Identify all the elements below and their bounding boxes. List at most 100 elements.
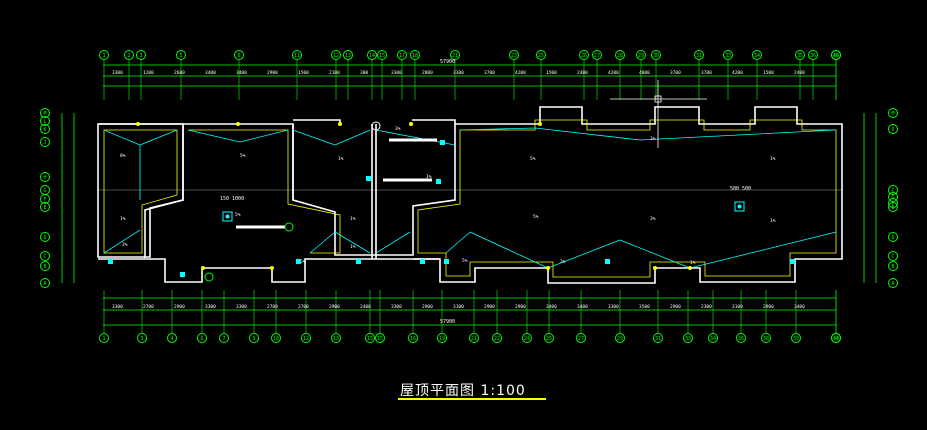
svg-text:1: 1 bbox=[102, 53, 105, 59]
svg-text:15: 15 bbox=[367, 336, 373, 342]
svg-text:6: 6 bbox=[237, 53, 240, 59]
bottom-dim-value: 2900 bbox=[329, 304, 340, 310]
bottom-dimension-lines bbox=[103, 297, 836, 326]
slope-label: 1% bbox=[770, 156, 776, 162]
bottom-dim-value: 3100 bbox=[732, 304, 743, 310]
top-axis-bubble-35: 35 bbox=[795, 50, 805, 60]
bottom-total-dim: 57900 bbox=[440, 319, 455, 325]
svg-text:7: 7 bbox=[222, 336, 225, 342]
top-dim-value: 3700 bbox=[670, 70, 681, 76]
svg-text:1: 1 bbox=[102, 336, 105, 342]
svg-text:36: 36 bbox=[738, 336, 744, 342]
top-axis-bubble-25: 25 bbox=[536, 50, 546, 60]
slope-label: 3% bbox=[395, 126, 401, 132]
top-dim-value: 3400 bbox=[236, 70, 247, 76]
svg-text:12: 12 bbox=[333, 53, 339, 59]
slope-label: 3% bbox=[650, 216, 656, 222]
slope-label: 5% bbox=[462, 258, 468, 264]
left-axis-bubble-F: F bbox=[40, 194, 50, 204]
marker-circle-green bbox=[204, 272, 214, 282]
slope-label: 1% bbox=[120, 216, 126, 222]
right-axis-bubble-C: C bbox=[888, 251, 898, 261]
svg-text:18: 18 bbox=[412, 53, 418, 59]
top-dimension-lines bbox=[103, 64, 836, 87]
slope-label: 1% bbox=[350, 244, 356, 250]
svg-text:L: L bbox=[43, 119, 46, 125]
left-axis-bubble-M: M bbox=[40, 108, 50, 118]
top-dim-value: 2600 bbox=[174, 70, 185, 76]
left-axis-bubble-H: H bbox=[40, 172, 50, 182]
bottom-axis-bubble-21: 21 bbox=[469, 333, 479, 343]
svg-text:34: 34 bbox=[754, 53, 760, 59]
bottom-dim-value: 3500 bbox=[639, 304, 650, 310]
top-axis-bubble-34: 34 bbox=[752, 50, 762, 60]
svg-text:K: K bbox=[43, 127, 46, 133]
svg-text:A: A bbox=[43, 281, 46, 287]
svg-text:29: 29 bbox=[638, 53, 644, 59]
bottom-axis-bubble-19: 19 bbox=[437, 333, 447, 343]
slope-labels: 8%5%1%3%1%5%1%1%5%3%1%5%3%1%5%3%1%5%1%3% bbox=[120, 126, 776, 266]
bottom-dim-value: 2900 bbox=[670, 304, 681, 310]
bottom-axis-bubble-15: 15 bbox=[375, 333, 385, 343]
bottom-dim-value: 2900 bbox=[515, 304, 526, 310]
svg-text:31: 31 bbox=[696, 53, 702, 59]
bottom-axis-bubble-31: 31 bbox=[653, 333, 663, 343]
top-axis-bubble-33: 33 bbox=[723, 50, 733, 60]
top-axis-bubble-26: 26 bbox=[579, 50, 589, 60]
svg-text:25: 25 bbox=[538, 53, 544, 59]
left-axis-bubble-E: E bbox=[40, 202, 50, 212]
left-axis-bubble-J: J bbox=[40, 137, 50, 147]
svg-text:E: E bbox=[891, 205, 894, 211]
top-dim-value: 4800 bbox=[639, 70, 650, 76]
svg-text:E: E bbox=[43, 205, 46, 211]
svg-text:40: 40 bbox=[833, 53, 839, 59]
svg-text:23: 23 bbox=[511, 53, 517, 59]
yellow-points bbox=[136, 122, 692, 270]
top-axis-bubble-14: 14 bbox=[367, 50, 377, 60]
bottom-axis-bubble-22: 22 bbox=[492, 333, 502, 343]
bottom-axis-bubble-39: 39 bbox=[791, 333, 801, 343]
top-axis-bubble-28: 28 bbox=[615, 50, 625, 60]
top-dim-value: 4200 bbox=[515, 70, 526, 76]
svg-text:6: 6 bbox=[200, 336, 203, 342]
roof-drain-right: 500 500 bbox=[730, 186, 751, 212]
top-dim-value: 1200 bbox=[143, 70, 154, 76]
stair-bars bbox=[383, 138, 437, 182]
accent-marks bbox=[108, 140, 795, 277]
top-dim-value: 2400 bbox=[577, 70, 588, 76]
slope-label: 3% bbox=[560, 259, 566, 265]
top-dim-value: 2900 bbox=[267, 70, 278, 76]
svg-text:D: D bbox=[43, 235, 46, 241]
svg-text:33: 33 bbox=[685, 336, 691, 342]
top-axis-bubble-5: 5 bbox=[176, 50, 186, 60]
top-axis-bubble-6: 6 bbox=[234, 50, 244, 60]
svg-text:35: 35 bbox=[797, 53, 803, 59]
top-axis-bubble-18: 18 bbox=[410, 50, 420, 60]
bottom-dim-value: 2300 bbox=[701, 304, 712, 310]
bottom-axis-bubble-24: 24 bbox=[522, 333, 532, 343]
svg-text:34: 34 bbox=[710, 336, 716, 342]
top-dim-value: 4200 bbox=[608, 70, 619, 76]
top-axis-bubble-40: 40 bbox=[831, 50, 841, 60]
bottom-dim-value: 3300 bbox=[236, 304, 247, 310]
bottom-dim-value: 2900 bbox=[174, 304, 185, 310]
bottom-dim-value: 3100 bbox=[453, 304, 464, 310]
svg-text:M: M bbox=[43, 111, 46, 117]
slope-label: 1% bbox=[426, 174, 432, 180]
svg-text:39: 39 bbox=[793, 336, 799, 342]
svg-text:10: 10 bbox=[273, 336, 279, 342]
bottom-dim-value: 2700 bbox=[143, 304, 154, 310]
marker-circle bbox=[371, 121, 381, 131]
bottom-axis-bubble-33: 33 bbox=[683, 333, 693, 343]
svg-text:27: 27 bbox=[578, 336, 584, 342]
roof-outline bbox=[97, 106, 843, 284]
bottom-dim-value: 2700 bbox=[267, 304, 278, 310]
left-axis-bubble-A: A bbox=[40, 278, 50, 288]
svg-text:17: 17 bbox=[399, 53, 405, 59]
svg-text:M: M bbox=[891, 111, 894, 117]
svg-text:2: 2 bbox=[127, 53, 130, 59]
top-total-dim: 57900 bbox=[440, 59, 455, 65]
bottom-axis-bubble-6: 6 bbox=[197, 333, 207, 343]
